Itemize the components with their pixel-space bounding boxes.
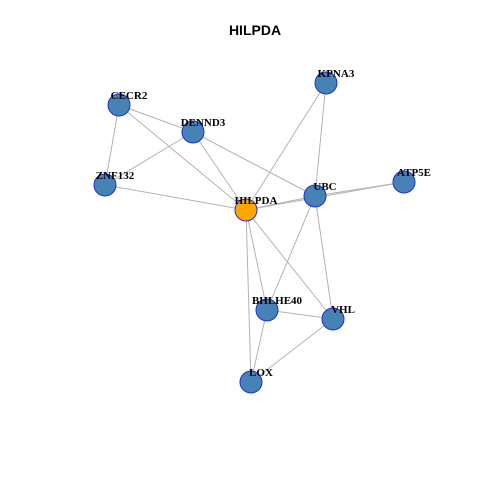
edge-znf132-hilpda — [104, 184, 247, 211]
edge-ubc-bhlhe40 — [266, 195, 316, 311]
node-label-atp5e: ATP5E — [397, 167, 431, 179]
node-label-bhlhe40: BHLHE40 — [252, 295, 303, 307]
node-label-ubc: UBC — [313, 181, 336, 193]
node-atp5e[interactable] — [392, 170, 416, 194]
edge-hilpda-lox — [245, 209, 252, 383]
edge-ubc-vhl — [314, 195, 334, 320]
edge-dennd3-ubc — [192, 131, 316, 197]
edge-hilpda-vhl — [245, 209, 334, 320]
node-label-dennd3: DENND3 — [181, 117, 226, 129]
node-label-kpna3: KPNA3 — [318, 68, 355, 80]
node-label-znf132: ZNF132 — [96, 170, 135, 182]
edge-layer — [104, 82, 405, 383]
edge-hilpda-bhlhe40 — [245, 209, 268, 311]
node-label-hilpda: HILPDA — [235, 195, 278, 207]
node-kpna3[interactable] — [314, 71, 338, 95]
node-vhl[interactable] — [321, 307, 345, 331]
node-label-cecr2: CECR2 — [111, 90, 148, 102]
edge-cecr2-znf132 — [104, 104, 120, 186]
edge-dennd3-znf132 — [104, 131, 194, 186]
node-dennd3[interactable] — [181, 120, 205, 144]
node-label-lox: LOX — [249, 367, 273, 379]
edge-cecr2-dennd3 — [118, 104, 194, 133]
node-znf132[interactable] — [93, 173, 117, 197]
node-hilpda[interactable] — [234, 198, 258, 222]
node-lox[interactable] — [239, 370, 263, 394]
edge-bhlhe40-lox — [250, 309, 268, 383]
edge-dennd3-hilpda — [192, 131, 247, 211]
node-layer — [93, 71, 416, 394]
node-ubc[interactable] — [303, 184, 327, 208]
edge-cecr2-hilpda — [118, 104, 247, 211]
edge-kpna3-ubc — [314, 82, 327, 197]
edge-kpna3-hilpda — [245, 82, 327, 211]
edge-vhl-lox — [250, 318, 334, 383]
node-label-vhl: VHL — [331, 304, 355, 316]
node-bhlhe40[interactable] — [255, 298, 279, 322]
node-cecr2[interactable] — [107, 93, 131, 117]
edge-ubc-atp5e — [314, 181, 405, 197]
diagram-title: HILPDA — [229, 22, 281, 38]
